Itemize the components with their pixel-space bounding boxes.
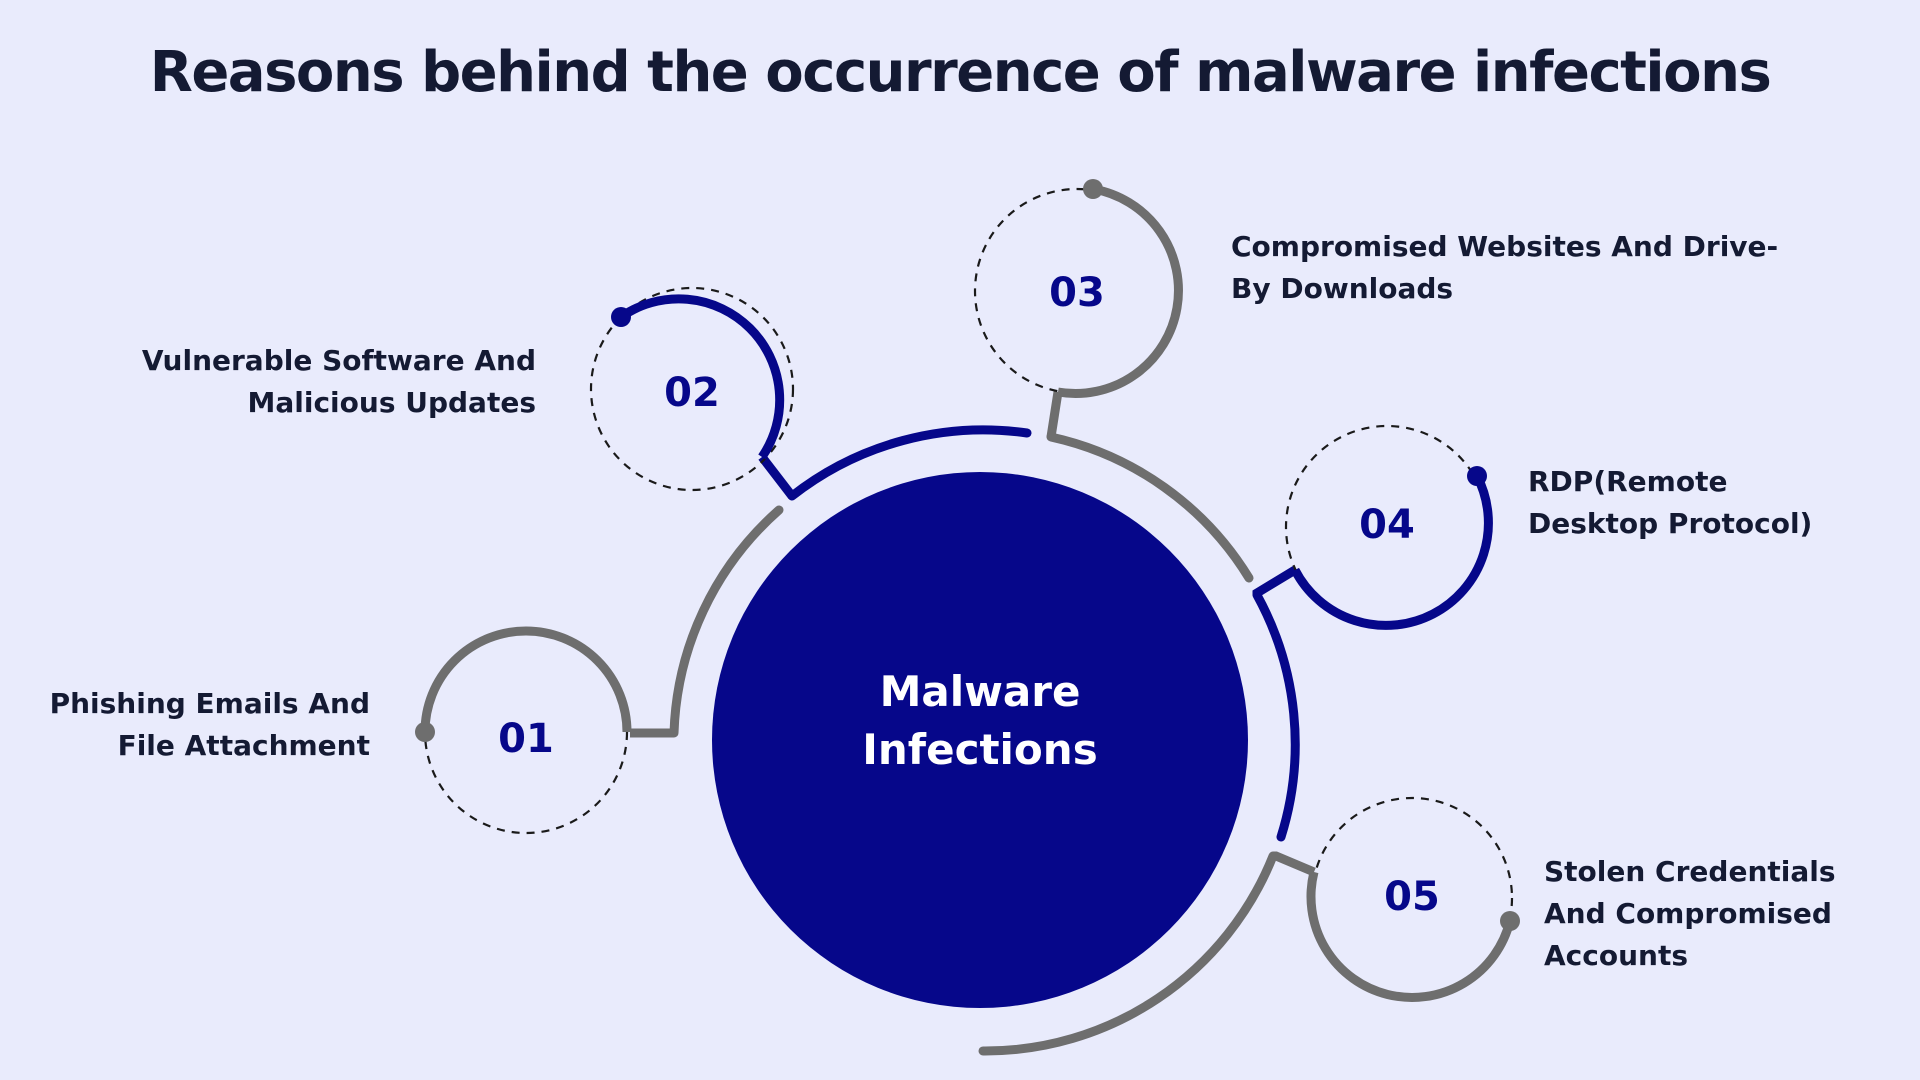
- page-title: Reasons behind the occurrence of malware…: [149, 40, 1772, 105]
- label-02-line1: Vulnerable Software And: [141, 344, 536, 377]
- label-03: Compromised Websites And Drive- By Downl…: [1231, 226, 1778, 310]
- step-02: 02: [589, 286, 795, 492]
- connector-03: [1046, 391, 1063, 438]
- step-01-arc: [420, 626, 632, 733]
- step-01: 01: [415, 626, 632, 835]
- connector-05: [1273, 851, 1316, 877]
- ring-arc-navy-right: [1252, 590, 1300, 842]
- ring-arc-gray-left: [669, 505, 784, 738]
- step-05-arc: [1306, 870, 1515, 1003]
- center-hub: Malware Infections: [712, 472, 1248, 1008]
- step-03: 03: [973, 179, 1183, 398]
- step-01-dot: [415, 722, 435, 742]
- step-03-dot: [1083, 179, 1103, 199]
- label-05-line3: Accounts: [1544, 939, 1689, 972]
- label-02-line2: Malicious Updates: [247, 386, 537, 419]
- step-04-number: 04: [1359, 502, 1415, 548]
- ring-arc-navy-top: [787, 425, 1032, 501]
- center-label-line1: Malware: [880, 667, 1081, 716]
- label-01-line2: File Attachment: [117, 729, 370, 762]
- ring-arc-gray-bottom: [978, 851, 1278, 1056]
- label-05-line1: Stolen Credentials: [1544, 855, 1836, 888]
- label-04-line2: Desktop Protocol): [1528, 507, 1813, 540]
- label-02: Vulnerable Software And Malicious Update…: [142, 340, 536, 424]
- step-02-dot: [611, 307, 631, 327]
- step-05: 05: [1306, 796, 1520, 1003]
- label-05-line2: And Compromised: [1544, 897, 1832, 930]
- step-05-dot: [1500, 911, 1520, 931]
- label-05: Stolen Credentials And Compromised Accou…: [1544, 851, 1836, 977]
- outer-ring: [669, 425, 1300, 1056]
- label-03-line2: By Downloads: [1231, 272, 1454, 305]
- label-01-line1: Phishing Emails And: [49, 687, 370, 720]
- label-04-line1: RDP(Remote: [1528, 465, 1728, 498]
- step-04-dot: [1467, 466, 1487, 486]
- connector-04: [1252, 566, 1298, 597]
- step-03-arc: [1057, 184, 1183, 398]
- center-label-line2: Infections: [862, 725, 1097, 774]
- label-03-line1: Compromised Websites And Drive-: [1231, 230, 1779, 263]
- step-02-number: 02: [664, 370, 720, 416]
- connectors: [630, 391, 1316, 877]
- step-03-number: 03: [1049, 270, 1105, 316]
- step-05-number: 05: [1384, 874, 1440, 920]
- step-04: 04: [1284, 424, 1493, 630]
- ring-arc-gray-upper-right: [1046, 432, 1254, 583]
- center-circle: [712, 472, 1248, 1008]
- step-02-arc: [618, 294, 785, 460]
- step-02-dashed-ring: [589, 286, 795, 492]
- step-01-number: 01: [498, 716, 554, 762]
- label-01: Phishing Emails And File Attachment: [50, 683, 370, 767]
- label-04: RDP(Remote Desktop Protocol): [1528, 461, 1812, 545]
- connector-02: [758, 454, 796, 499]
- step-04-arc: [1291, 473, 1493, 630]
